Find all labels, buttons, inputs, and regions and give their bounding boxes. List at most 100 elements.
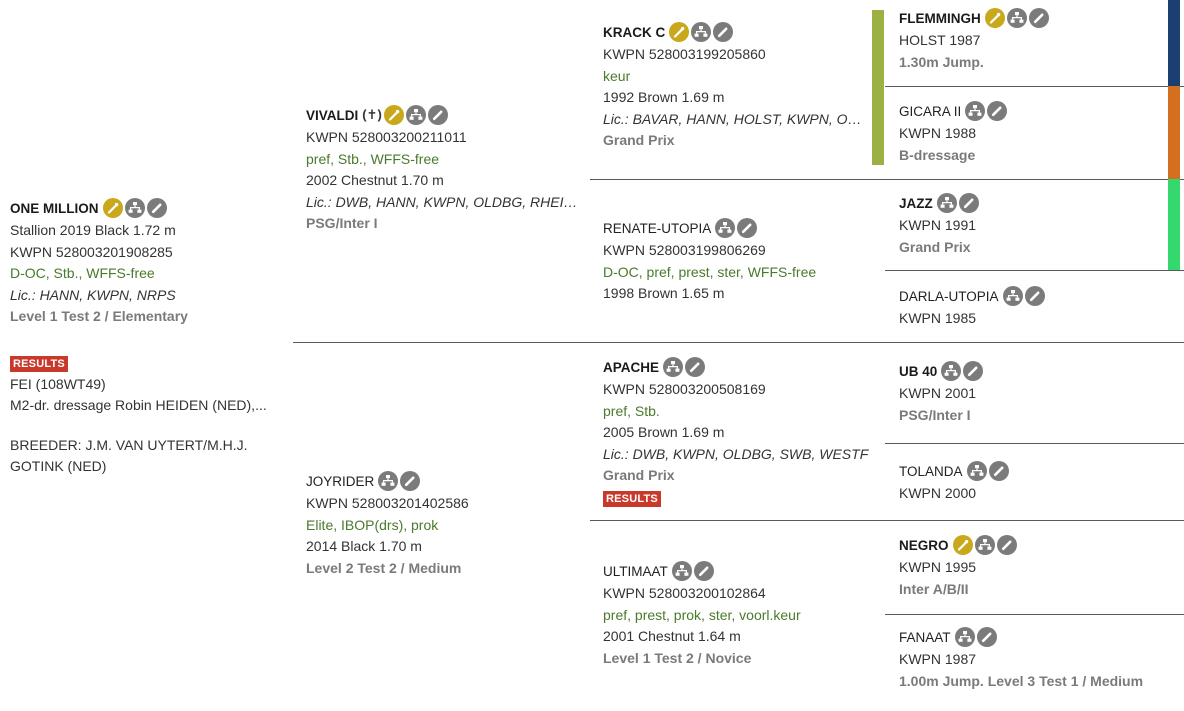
- horse-registration: KWPN 528003199806269: [603, 242, 766, 258]
- horse-name[interactable]: DARLA-UTOPIA: [899, 288, 999, 304]
- color-bar-orange: [1168, 86, 1180, 179]
- horse-name[interactable]: KRACK C: [603, 24, 666, 40]
- sport-icon[interactable]: [952, 535, 973, 555]
- edit-icon[interactable]: [1028, 8, 1049, 28]
- horse-name[interactable]: JAZZ: [899, 195, 933, 211]
- horse-card-ub40: UB 40 KWPN 2001 PSG/Inter I: [899, 359, 1164, 426]
- horse-level: PSG/Inter I: [899, 406, 971, 423]
- horse-registration: KWPN 528003199205860: [603, 46, 766, 62]
- pedigree-icon[interactable]: [715, 218, 736, 238]
- horse-name[interactable]: VIVALDI: [306, 107, 359, 123]
- edit-icon[interactable]: [146, 198, 167, 218]
- pedigree-icon[interactable]: [1006, 8, 1027, 28]
- horse-name[interactable]: ULTIMAAT: [603, 563, 668, 579]
- sport-icon[interactable]: [383, 105, 404, 125]
- horse-registration: KWPN 528003201402586: [306, 495, 469, 511]
- horse-registration: KWPN 2001: [899, 385, 977, 401]
- results-button[interactable]: RESULTS: [603, 490, 661, 507]
- horse-registration: KWPN 528003200102864: [603, 585, 766, 601]
- pedigree-icon[interactable]: [124, 198, 145, 218]
- horse-name[interactable]: APACHE: [603, 359, 660, 375]
- horse-card-ultimaat: ULTIMAAT KWPN 528003200102864 pref, pres…: [603, 559, 878, 669]
- divider-gen3-2: [885, 270, 1184, 271]
- edit-icon[interactable]: [685, 357, 706, 377]
- edit-icon[interactable]: [1024, 286, 1045, 306]
- deceased-marker: (✝): [362, 107, 382, 122]
- horse-level: Grand Prix: [899, 238, 971, 255]
- pedigree-icon[interactable]: [966, 461, 987, 481]
- edit-icon[interactable]: [958, 193, 979, 213]
- edit-icon[interactable]: [693, 561, 714, 581]
- pedigree-icon[interactable]: [1002, 286, 1023, 306]
- horse-card-darla-utopia: DARLA-UTOPIA KWPN 1985: [899, 284, 1164, 330]
- color-bar-olive: [872, 10, 884, 165]
- horse-summary: 1998 Brown 1.65 m: [603, 285, 725, 302]
- divider-gen3-3: [885, 443, 1184, 444]
- horse-card-vivaldi: VIVALDI (✝) KWPN 528003200211011 pref, S…: [306, 103, 578, 235]
- divider-gen2-top: [590, 179, 1184, 180]
- pedigree-icon[interactable]: [965, 101, 986, 121]
- pedigree-icon[interactable]: [378, 471, 399, 491]
- horse-level: PSG/Inter I: [306, 215, 378, 232]
- horse-summary: 2002 Chestnut 1.70 m: [306, 172, 444, 189]
- pedigree-icon[interactable]: [974, 535, 995, 555]
- edit-icon[interactable]: [963, 361, 984, 381]
- horse-level: B-dressage: [899, 146, 976, 163]
- horse-name[interactable]: FANAAT: [899, 629, 951, 645]
- color-bar-green: [1168, 179, 1180, 270]
- pedigree-icon[interactable]: [405, 105, 426, 125]
- horse-name[interactable]: GICARA II: [899, 103, 962, 119]
- edit-icon[interactable]: [996, 535, 1017, 555]
- sport-icon[interactable]: [102, 198, 123, 218]
- pedigree-icon[interactable]: [691, 22, 712, 42]
- sport-icon[interactable]: [984, 8, 1005, 28]
- pedigree-icon[interactable]: [663, 357, 684, 377]
- pedigree-icon[interactable]: [941, 361, 962, 381]
- result-entry[interactable]: M2-dr. dressage Robin HEIDEN (NED),...: [10, 397, 267, 414]
- fei-id: FEI (108WT49): [10, 375, 106, 392]
- horse-card-negro: NEGRO KWPN 1995 Inter A/B/II: [899, 533, 1164, 600]
- horse-registration: KWPN 1987: [899, 651, 977, 667]
- horse-predicates: D-OC, pref, prest, ster, WFFS-free: [603, 263, 817, 280]
- horse-level: 1.00m Jump. Level 3 Test 1 / Medium: [899, 672, 1144, 689]
- horse-licences: Lic.: DWB, HANN, KWPN, OLDBG, RHEIN,...: [306, 193, 578, 210]
- horse-licences: Lic.: BAVAR, HANN, HOLST, KWPN, OLDB...: [603, 110, 866, 127]
- horse-name[interactable]: FLEMMINGH: [899, 10, 981, 26]
- horse-registration: KWPN 1991: [899, 217, 977, 233]
- horse-name[interactable]: TOLANDA: [899, 463, 963, 479]
- horse-registration: KWPN 528003201908285: [10, 243, 173, 260]
- horse-card-tolanda: TOLANDA KWPN 2000: [899, 459, 1164, 505]
- edit-icon[interactable]: [713, 22, 734, 42]
- pedigree-icon[interactable]: [936, 193, 957, 213]
- edit-icon[interactable]: [987, 101, 1008, 121]
- edit-icon[interactable]: [976, 627, 997, 647]
- pedigree-icon[interactable]: [954, 627, 975, 647]
- edit-icon[interactable]: [427, 105, 448, 125]
- horse-name[interactable]: UB 40: [899, 363, 938, 379]
- edit-icon[interactable]: [400, 471, 421, 491]
- horse-level: Grand Prix: [603, 467, 675, 484]
- edit-icon[interactable]: [737, 218, 758, 238]
- results-button[interactable]: RESULTS: [10, 355, 68, 372]
- horse-name[interactable]: RENATE-UTOPIA: [603, 220, 712, 236]
- breeder-line-1: BREEDER: J.M. VAN UYTERT/M.H.J.: [10, 436, 248, 453]
- horse-card-flemmingh: FLEMMINGH HOLST 1987 1.30m Jump.: [899, 6, 1164, 73]
- horse-card-fanaat: FANAAT KWPN 1987 1.00m Jump. Level 3 Tes…: [899, 625, 1179, 692]
- horse-predicates: pref, prest, prok, ster, voorl.keur: [603, 606, 801, 623]
- horse-level: Grand Prix: [603, 132, 675, 149]
- horse-summary: Stallion 2019 Black 1.72 m: [10, 222, 176, 238]
- horse-name[interactable]: NEGRO: [899, 537, 949, 553]
- edit-icon[interactable]: [988, 461, 1009, 481]
- horse-level: Level 1 Test 2 / Elementary: [10, 308, 188, 325]
- horse-licences: Lic.: HANN, KWPN, NRPS: [10, 286, 176, 303]
- horse-level: Inter A/B/II: [899, 580, 969, 597]
- sport-icon[interactable]: [669, 22, 690, 42]
- horse-registration: KWPN 528003200508169: [603, 381, 766, 397]
- horse-registration: KWPN 1995: [899, 559, 977, 575]
- horse-name[interactable]: JOYRIDER: [306, 473, 375, 489]
- horse-name[interactable]: ONE MILLION: [10, 200, 99, 216]
- horse-predicates: pref, Stb., WFFS-free: [306, 150, 440, 167]
- horse-card-joyrider: JOYRIDER KWPN 528003201402586 Elite, IBO…: [306, 469, 578, 579]
- pedigree-icon[interactable]: [671, 561, 692, 581]
- horse-predicates: keur: [603, 67, 631, 84]
